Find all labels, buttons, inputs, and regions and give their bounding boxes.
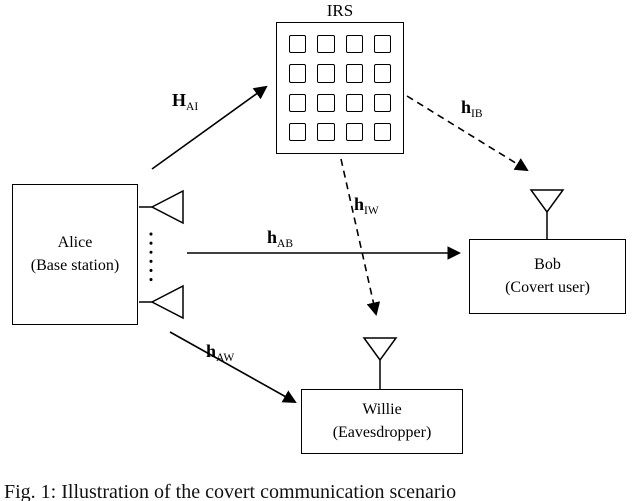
irs-element xyxy=(373,35,391,54)
willie-role: (Eavesdropper) xyxy=(332,423,432,441)
channel-subscript: AI xyxy=(186,101,199,113)
irs-element xyxy=(317,93,335,112)
irs-element xyxy=(373,64,391,83)
irs-element-grid xyxy=(277,23,403,153)
alice-name: Alice xyxy=(57,234,93,252)
arrow-alice-to-irs xyxy=(151,85,268,170)
arrow-alice-to-willie xyxy=(169,331,297,403)
channel-label-h-aw: hAW xyxy=(206,341,234,364)
bob-role: (Covert user) xyxy=(505,278,590,296)
channel-symbol: h xyxy=(354,194,365,214)
irs-panel xyxy=(276,22,404,154)
bob-node: Bob (Covert user) xyxy=(469,239,626,314)
irs-element xyxy=(289,93,307,112)
irs-element xyxy=(373,122,391,141)
arrow-irs-to-willie-dashed xyxy=(340,158,381,316)
irs-element xyxy=(289,122,307,141)
irs-element xyxy=(317,64,335,83)
channel-symbol: h xyxy=(267,227,278,247)
willie-node: Willie (Eavesdropper) xyxy=(301,389,463,454)
channel-subscript: AW xyxy=(216,352,235,364)
channel-label-h-ib: hIB xyxy=(461,97,483,120)
channel-symbol: h xyxy=(461,97,472,117)
channel-label-h-iw: hIW xyxy=(354,194,379,217)
willie-antenna-icon xyxy=(362,337,398,390)
irs-label: IRS xyxy=(326,1,354,20)
channel-subscript: AB xyxy=(277,238,293,250)
bob-name: Bob xyxy=(534,256,561,274)
channel-subscript: IB xyxy=(471,108,483,120)
channel-symbol: h xyxy=(206,341,217,361)
willie-name: Willie xyxy=(362,401,402,419)
figure-caption: Fig. 1: Illustration of the covert commu… xyxy=(4,481,457,501)
irs-element xyxy=(289,64,307,83)
alice-role: (Base station) xyxy=(30,256,120,274)
irs-element xyxy=(345,122,363,141)
irs-element xyxy=(289,35,307,54)
bob-antenna-icon xyxy=(529,189,565,240)
irs-element xyxy=(345,64,363,83)
channel-subscript: IW xyxy=(364,205,379,217)
channel-symbol: H xyxy=(172,90,187,110)
alice-antenna-bottom-icon xyxy=(139,284,184,320)
irs-element xyxy=(317,35,335,54)
alice-antenna-top-icon xyxy=(139,189,184,225)
irs-element xyxy=(345,93,363,112)
channel-label-h-ab: hAB xyxy=(267,227,293,250)
alice-node: Alice (Base station) xyxy=(12,184,138,325)
irs-element xyxy=(317,122,335,141)
channel-label-h-ai: HAI xyxy=(172,90,198,113)
irs-element xyxy=(345,35,363,54)
irs-element xyxy=(373,93,391,112)
